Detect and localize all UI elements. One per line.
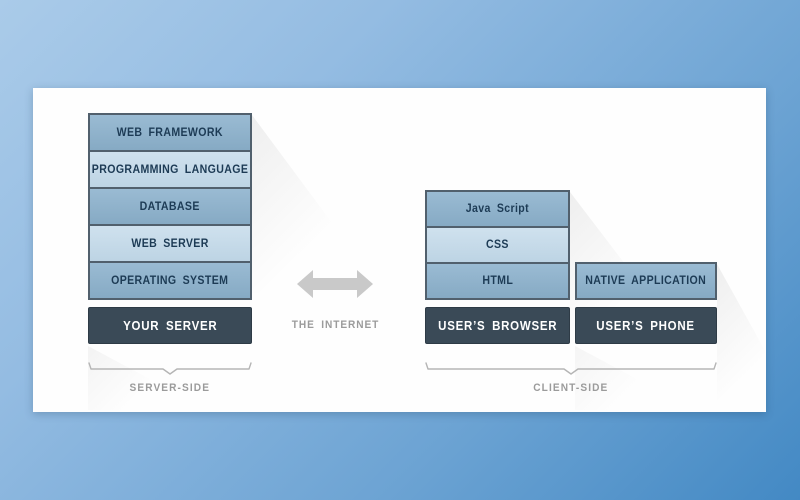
server-layer-operating-system: OPERATING SYSTEM [90,261,250,298]
layer-label: HTML [482,275,513,287]
users-phone-label: USER’S PHONE [596,318,696,333]
layer-label: Java Script [465,203,530,215]
your-server-box: YOUR SERVER [88,307,252,344]
layer-label: WEB SERVER [131,237,209,250]
server-layer-programming-language: PROGRAMMING LANGUAGE [90,150,250,187]
layer-label: DATABASE [139,200,201,213]
diagram-card: WEB FRAMEWORK PROGRAMMING LANGUAGE DATAB… [33,88,766,412]
internet-label: THE INTERNET [292,319,380,331]
client-side-label: CLIENT-SIDE [533,382,609,394]
layer-label: CSS [486,239,509,251]
layer-label: WEB FRAMEWORK [116,126,224,139]
layer-label: OPERATING SYSTEM [111,274,229,287]
users-phone-box: USER’S PHONE [575,307,717,344]
double-arrow-icon [297,270,373,298]
long-shadow-server-stack [252,115,384,293]
your-server-label: YOUR SERVER [122,318,218,333]
long-shadow-native-app [717,264,766,412]
server-layer-web-server: WEB SERVER [90,224,250,261]
users-browser-label: USER’S BROWSER [437,318,558,333]
layer-label: PROGRAMMING LANGUAGE [91,163,249,176]
client-side-brace [425,362,717,375]
server-side-label: SERVER-SIDE [129,382,211,394]
browser-layer-css: CSS [427,226,568,262]
browser-layer-javascript: Java Script [427,192,568,226]
server-stack: WEB FRAMEWORK PROGRAMMING LANGUAGE DATAB… [88,113,252,300]
server-layer-database: DATABASE [90,187,250,224]
browser-stack: Java Script CSS HTML [425,190,570,300]
server-layer-web-framework: WEB FRAMEWORK [90,115,250,150]
server-side-brace [88,362,252,375]
native-application-box: NATIVE APPLICATION [575,262,717,300]
layer-label: NATIVE APPLICATION [585,275,707,287]
users-browser-box: USER’S BROWSER [425,307,570,344]
browser-layer-html: HTML [427,262,568,298]
